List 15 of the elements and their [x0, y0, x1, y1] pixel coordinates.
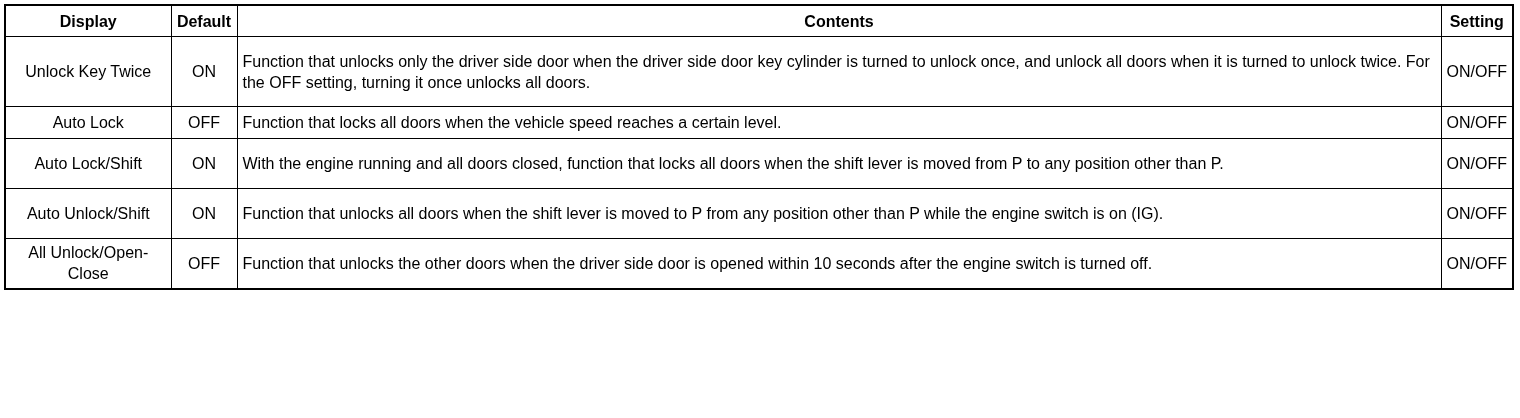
description-text: With the engine running and all doors closed, function that locks all doors when the shift lever is moved from P to any position other than P. [237, 138, 1442, 189]
default-value: ON [171, 188, 237, 239]
row-label: Unlock Key Twice [5, 36, 171, 107]
description-text: Function that locks all doors when the vehicle speed reaches a certain level. [237, 106, 1442, 139]
description-text: Function that unlocks only the driver side door when the driver side door key cylinder is turned to unlock once, and unlock all doors when it is turned to unlock twice. For the OFF setting, turning it once unlocks all doors. [237, 36, 1442, 107]
row-label: Auto Lock/Shift [5, 138, 171, 189]
column-header: Default [171, 5, 237, 37]
row-label: Auto Unlock/Shift [5, 188, 171, 239]
column-header: Display [5, 5, 171, 37]
column-header: Contents [237, 5, 1442, 37]
default-value: ON [171, 138, 237, 189]
row-label: Auto Lock [5, 106, 171, 139]
description-text: Function that unlocks all doors when the shift lever is moved to P from any position other than P while the engine switch is on (IG). [237, 188, 1442, 239]
default-value: ON [171, 36, 237, 107]
default-value: OFF [171, 106, 237, 139]
